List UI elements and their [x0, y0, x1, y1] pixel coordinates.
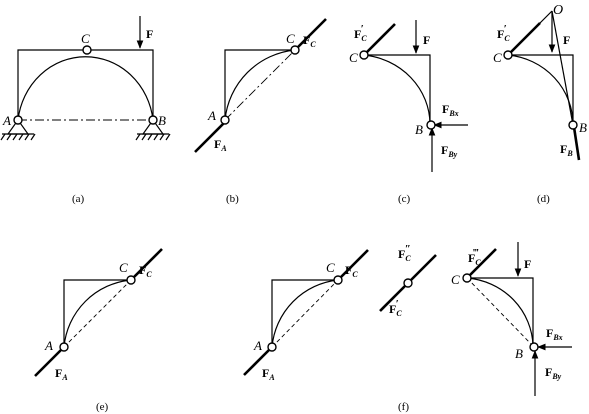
svg-text:FC: FC [345, 263, 358, 279]
svg-text:FBy: FBy [545, 365, 562, 381]
svg-text:O: O [553, 3, 563, 18]
svg-text:FA: FA [55, 366, 68, 382]
force-fc-line [296, 18, 327, 49]
right-arch [363, 54, 431, 125]
svg-text:F: F [423, 33, 430, 47]
force-fc-prime-line [364, 23, 396, 55]
svg-text:FC″: FC″ [398, 243, 411, 263]
panel-d: C B O FC′ F FB (d) [493, 3, 587, 205]
label-f: F [146, 27, 153, 41]
caption-e: (e) [96, 401, 109, 413]
hinge-a [13, 115, 23, 125]
panel-e: A C FC FA (e) [34, 248, 163, 413]
svg-text:C: C [326, 260, 335, 275]
caption-c: (c) [398, 193, 411, 205]
svg-text:B: B [515, 346, 523, 361]
svg-text:FA: FA [214, 137, 227, 153]
left-arch [224, 49, 296, 121]
caption-f: (f) [398, 401, 409, 413]
svg-text:FA: FA [262, 366, 275, 382]
svg-text:C: C [451, 272, 460, 287]
right-frame [364, 54, 431, 124]
svg-text:A: A [44, 338, 53, 353]
svg-text:FBy: FBy [441, 143, 458, 159]
label-a: A [2, 113, 11, 128]
force-fa-line [194, 122, 225, 153]
svg-text:FC: FC [303, 33, 316, 49]
caption-a: (a) [72, 193, 85, 205]
svg-text:A: A [207, 108, 216, 123]
svg-text:B: B [415, 122, 423, 137]
svg-text:C: C [119, 260, 128, 275]
svg-text:FB: FB [560, 142, 573, 158]
svg-text:C: C [493, 50, 502, 65]
svg-text:FC′: FC′ [354, 23, 367, 43]
hinge-b [148, 115, 158, 125]
svg-text:B: B [579, 120, 587, 135]
panel-f: A C FC FA FC″ FC′ C B FC‴ F FBx FBy (f) [243, 242, 572, 413]
panel-c: C B FC′ F FBx FBy (c) [349, 20, 468, 205]
svg-text:C: C [286, 31, 295, 46]
svg-text:FC′: FC′ [497, 23, 510, 43]
caption-b: (b) [226, 193, 239, 205]
svg-text:FC′: FC′ [389, 298, 402, 318]
svg-text:C: C [349, 50, 358, 65]
svg-text:F: F [563, 33, 570, 47]
svg-text:FBx: FBx [546, 326, 563, 342]
hinge-c [82, 45, 92, 55]
panel-a: F A B C (a) [0, 16, 171, 205]
arch-curve [17, 56, 154, 121]
label-c: C [81, 31, 90, 46]
label-b: B [158, 113, 166, 128]
svg-text:F: F [524, 257, 531, 271]
left-frame [224, 49, 295, 120]
force-fb-line [572, 126, 581, 161]
svg-text:FBx: FBx [442, 102, 459, 118]
svg-text:FC‴: FC‴ [468, 247, 481, 267]
panel-b: A C FC FA (b) [194, 18, 327, 205]
isolated-hinge-c [403, 278, 413, 288]
arch-frame [17, 49, 154, 120]
svg-text:FC: FC [139, 263, 152, 279]
svg-text:A: A [253, 338, 262, 353]
caption-d: (d) [537, 193, 550, 205]
